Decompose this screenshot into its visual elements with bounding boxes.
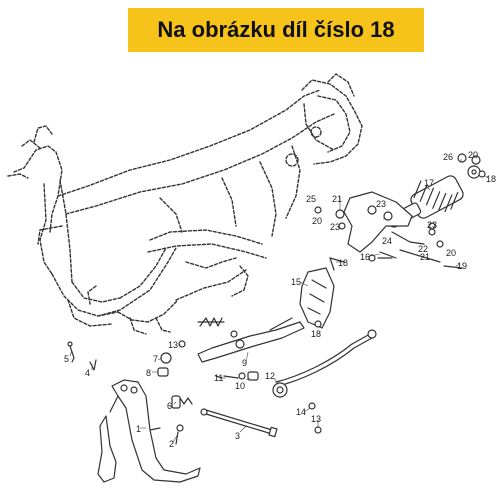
callout-14: 14 — [296, 407, 306, 417]
callout-13-a: 13 — [168, 340, 178, 350]
callout-7: 7 — [153, 354, 158, 364]
callout-13-b: 13 — [311, 414, 321, 424]
callout-23-b: 23 — [330, 222, 340, 232]
callout-19: 19 — [457, 261, 467, 271]
callout-21-b: 21 — [420, 252, 430, 262]
stand-shaft — [200, 408, 278, 438]
callout-16: 16 — [360, 252, 370, 262]
callout-3: 3 — [235, 431, 240, 441]
callout-20-a: 20 — [468, 150, 478, 160]
callout-24: 24 — [382, 236, 392, 246]
callout-10: 10 — [235, 381, 245, 391]
callout-11: 11 — [214, 373, 223, 383]
callout-1: 1 — [136, 424, 141, 434]
callout-23-c: 23 — [427, 220, 437, 230]
callout-25: 25 — [306, 194, 316, 204]
part-number-banner: Na obrázku díl číslo 18 — [128, 8, 424, 52]
callout-18-c: 18 — [311, 329, 321, 339]
callout-6: 6 — [167, 401, 172, 411]
callout-labels: 1 2 3 4 5 6 7 8 9 10 11 12 13 13 14 15 1… — [64, 150, 496, 449]
stand-cable — [272, 329, 377, 398]
callout-20-b: 20 — [312, 216, 322, 226]
callout-8: 8 — [146, 368, 151, 378]
frame-side-plate — [299, 267, 335, 329]
leader-lines — [69, 159, 489, 445]
callout-20-c: 20 — [446, 248, 456, 258]
banner-text: Na obrázku díl číslo 18 — [157, 17, 395, 42]
callout-5: 5 — [64, 354, 69, 364]
small-hardware — [67, 206, 397, 445]
callout-12: 12 — [265, 371, 275, 381]
callout-23-a: 23 — [376, 199, 386, 209]
center-stand — [97, 379, 201, 483]
callout-18-a: 18 — [486, 174, 496, 184]
callout-22: 22 — [418, 244, 428, 254]
callout-15: 15 — [291, 277, 301, 287]
callout-26: 26 — [443, 152, 453, 162]
callout-4: 4 — [85, 368, 90, 378]
callout-17: 17 — [424, 178, 434, 188]
side-stand — [197, 317, 305, 363]
stand-spring — [197, 317, 225, 327]
callout-21-a: 21 — [332, 194, 342, 204]
scooter-frame — [7, 73, 363, 335]
callout-18-b: 18 — [338, 258, 348, 268]
callout-2: 2 — [169, 439, 174, 449]
callout-9: 9 — [242, 358, 247, 368]
